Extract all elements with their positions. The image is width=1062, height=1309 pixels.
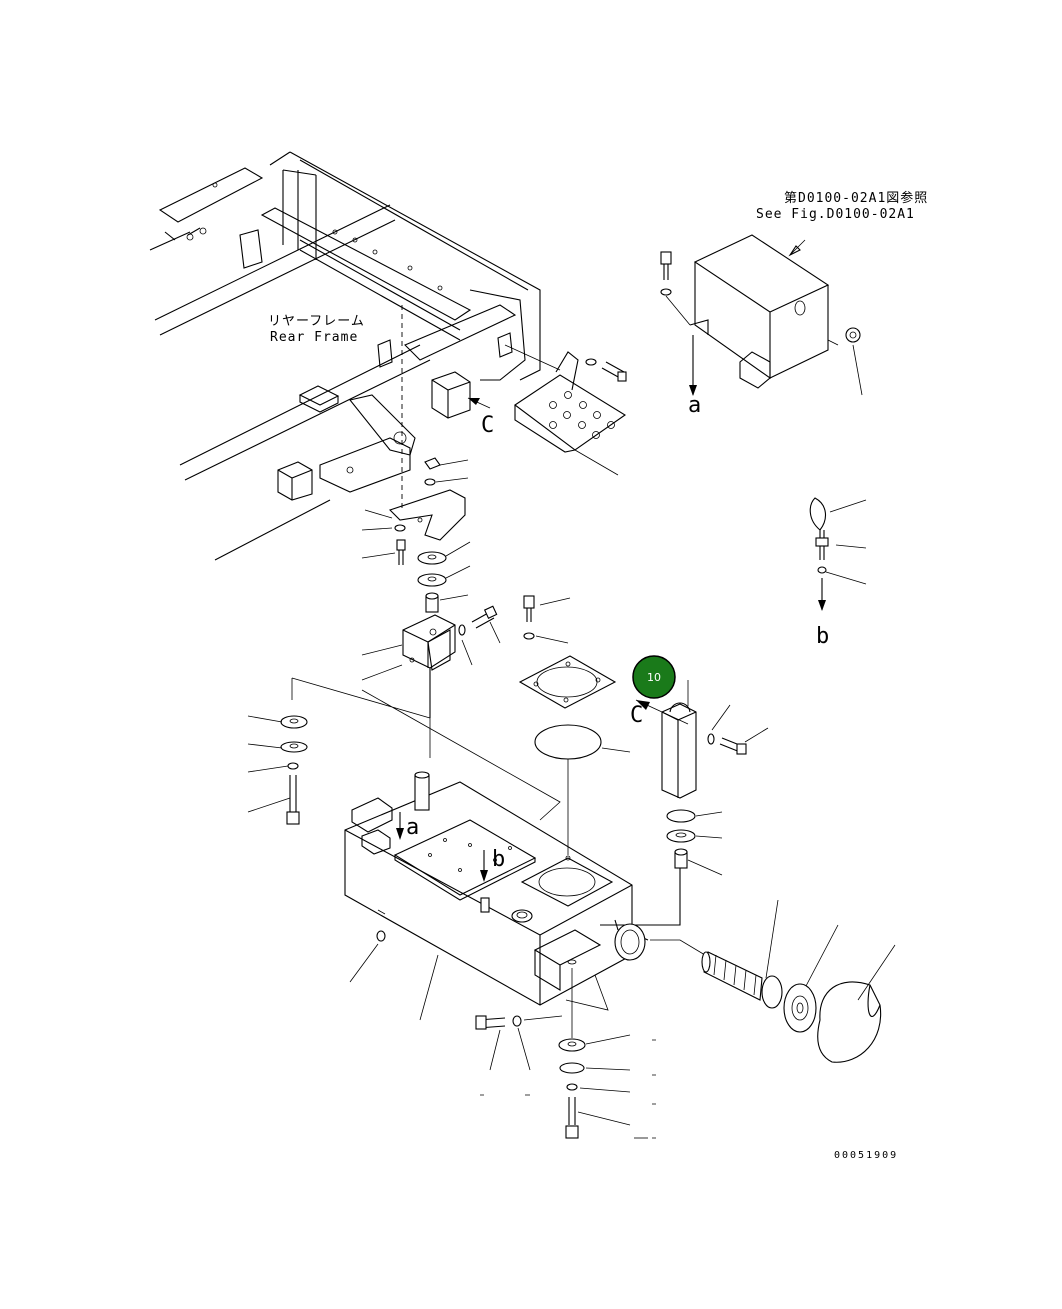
left-mount-stack [247,715,308,825]
mount-stack [361,457,501,718]
callout-badge[interactable]: 10 [632,655,676,699]
letter-c-middle: C [630,703,643,728]
callout-number: 10 [647,671,661,684]
rear-frame-label-en: Rear Frame [270,330,358,345]
step-bracket [504,344,627,476]
drawing-number: 00051909 [834,1150,898,1161]
tank-arrows [396,812,488,882]
rear-frame [149,151,541,561]
gasket-group [518,595,631,855]
filler-cap-group [650,899,896,1063]
dipstick [809,497,867,611]
letter-a-tank: a [406,815,419,840]
reference-label-jp: 第D0100-02A1図参照 [784,190,928,206]
fuel-tank [291,677,649,1021]
rear-frame-label-jp: リヤーフレーム [268,314,365,329]
view-c-arrow [635,699,689,725]
bottom-mount-stack [475,968,656,1139]
letter-b-tank: b [492,847,505,872]
letter-c-upper: C [481,413,494,438]
reference-label-en: See Fig.D0100-02A1 [756,207,915,222]
letter-a-top: a [688,393,701,418]
cover-box [660,234,863,396]
letter-b-right: b [816,624,829,649]
